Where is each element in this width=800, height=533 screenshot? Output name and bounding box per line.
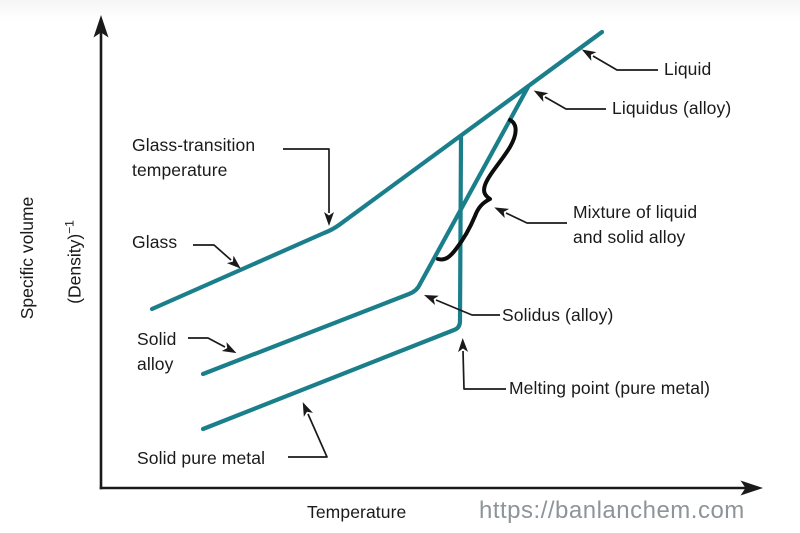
curve-alloy <box>200 84 531 377</box>
y-axis-label: Specific volume <box>17 196 37 320</box>
label-solidus-alloy: Solidus (alloy) <box>502 305 614 325</box>
leader-solidus <box>424 295 500 316</box>
leader-glass-transition <box>283 148 334 226</box>
label-glass: Glass <box>132 232 178 252</box>
y-axis-label-density: (Density)−1 <box>60 220 85 304</box>
label-liquidus-alloy: Liquidus (alloy) <box>612 98 732 118</box>
leader-mixture <box>494 207 567 224</box>
leader-glass <box>193 244 241 269</box>
label-glass-transition-temperature: Glass-transition temperature <box>132 135 256 180</box>
label-liquid: Liquid <box>664 59 712 79</box>
leader-melting-point <box>458 338 506 390</box>
watermark-url: https://banlanchem.com <box>479 497 745 524</box>
x-axis-label: Temperature <box>307 502 407 522</box>
label-solid-alloy: Solid alloy <box>137 329 177 374</box>
label-solid-pure-metal: Solid pure metal <box>137 448 266 468</box>
top-edge-shading <box>0 0 800 22</box>
leader-liquid <box>581 49 658 71</box>
leader-solid-pure-metal <box>288 402 328 458</box>
label-melting-point-pure-metal: Melting point (pure metal) <box>509 378 711 398</box>
brace-mixture <box>436 118 518 262</box>
y-axis-label-density-exponent: −1 <box>62 220 77 234</box>
curve-pure-metal <box>200 134 464 432</box>
leader-solid-alloy <box>188 337 237 354</box>
label-mixture-liquid-solid-alloy: Mixture of liquid and solid alloy <box>573 202 698 247</box>
x-axis-arrowhead <box>740 480 763 496</box>
leader-liquidus <box>533 90 606 110</box>
y-axis-label-density-base: (Density) <box>64 233 85 304</box>
y-axis-arrowhead <box>93 15 109 38</box>
curve-glass-liquid <box>149 29 605 312</box>
